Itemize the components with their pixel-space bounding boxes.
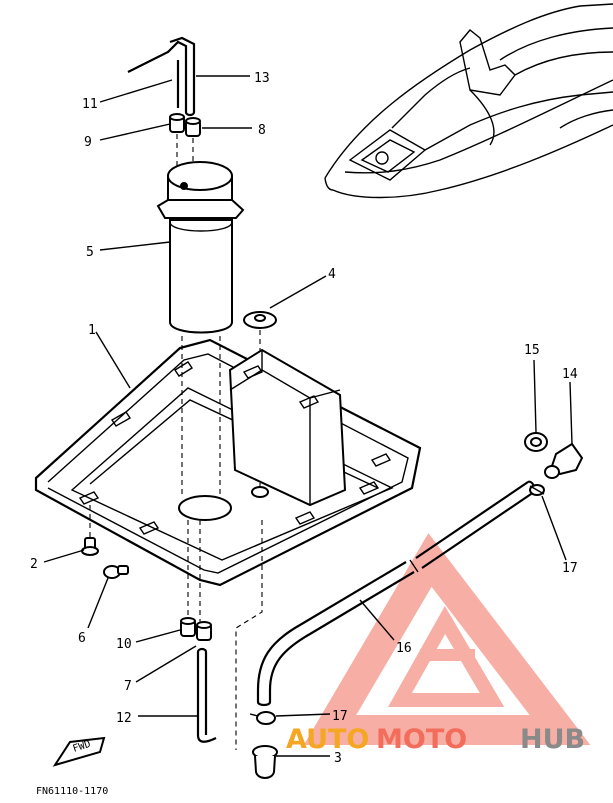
label-1: 1 bbox=[88, 323, 96, 338]
hose-fitting-elbow bbox=[544, 442, 584, 479]
label-10: 10 bbox=[116, 637, 132, 652]
label-17-lower: 17 bbox=[332, 709, 348, 724]
leader-lines bbox=[43, 75, 573, 757]
label-17-upper: 17 bbox=[562, 561, 578, 576]
wordmark-auto: AUTO bbox=[286, 724, 369, 755]
label-6: 6 bbox=[78, 631, 86, 646]
label-11: 11 bbox=[82, 97, 98, 112]
label-13: 13 bbox=[254, 71, 270, 86]
label-5: 5 bbox=[86, 245, 94, 260]
automotohub-watermark bbox=[303, 533, 591, 745]
wordmark-hub: HUB bbox=[520, 724, 585, 755]
lower-caps bbox=[180, 617, 212, 641]
storage-tray-frame bbox=[34, 338, 422, 750]
bottom-fitting bbox=[252, 745, 278, 779]
screw-with-washer bbox=[103, 565, 129, 579]
part-labels: 11 13 9 8 5 4 1 2 6 10 7 12 17 3 16 15 1… bbox=[30, 71, 578, 766]
screw bbox=[81, 537, 99, 556]
label-15: 15 bbox=[524, 343, 540, 358]
label-3: 3 bbox=[334, 751, 342, 766]
drain-tube bbox=[196, 647, 217, 743]
figure-code: FN61110-1170 bbox=[36, 786, 108, 797]
hose-clamp-lower bbox=[249, 711, 276, 725]
hose-clamp-upper bbox=[529, 484, 545, 496]
watercraft-hull-illustration bbox=[324, 3, 613, 199]
hose bbox=[256, 480, 536, 707]
wordmark-moto: MOTO bbox=[376, 724, 467, 755]
label-9: 9 bbox=[84, 135, 92, 150]
forward-direction-arrow: FWD bbox=[52, 736, 106, 767]
vent-tube-assembly bbox=[127, 36, 196, 117]
label-4: 4 bbox=[328, 267, 336, 282]
fwd-label: FWD bbox=[72, 739, 93, 755]
label-8: 8 bbox=[258, 123, 266, 138]
automotohub-wordmark: AUTO MOTO HUB bbox=[286, 724, 585, 755]
label-2: 2 bbox=[30, 557, 38, 572]
label-12: 12 bbox=[116, 711, 132, 726]
label-16: 16 bbox=[396, 641, 412, 656]
vent-caps bbox=[169, 113, 201, 190]
label-14: 14 bbox=[562, 367, 578, 382]
hose-fitting-cap bbox=[524, 432, 548, 452]
storage-canister bbox=[156, 161, 245, 498]
label-7: 7 bbox=[124, 679, 132, 694]
